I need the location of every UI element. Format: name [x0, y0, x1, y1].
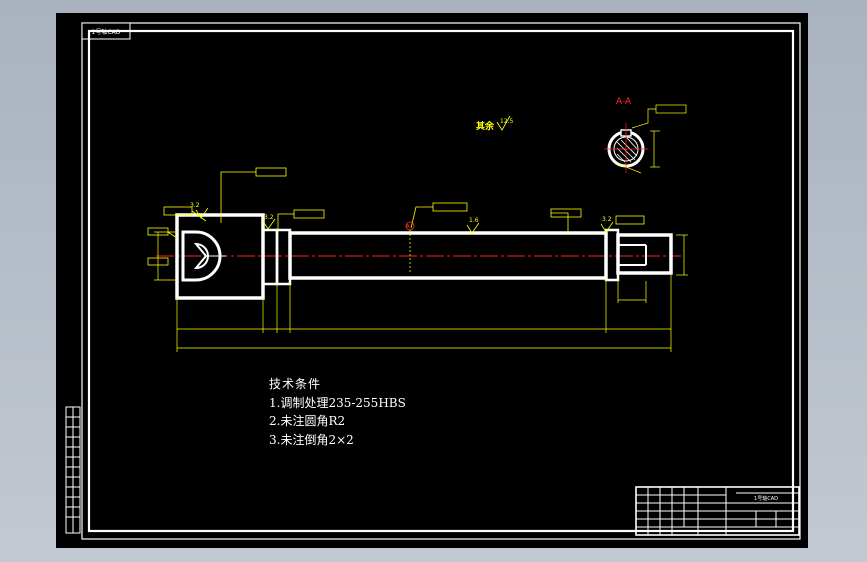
inner-frame: [87, 29, 795, 533]
roughness-rest-symbol: [496, 115, 511, 131]
shaft-outline: [175, 213, 673, 300]
note-item: 1.调制处理235-255HBS: [269, 395, 406, 410]
roughness-4: 3.2: [602, 216, 612, 223]
section-marker: A: [406, 224, 410, 230]
notes-heading: 技术条件: [269, 377, 322, 391]
section-view-a-a: A-A: [604, 97, 687, 174]
roughness-1: 3.2: [190, 202, 200, 209]
roughness-2: 3.2: [264, 214, 274, 221]
dimensions: [154, 231, 688, 352]
annotations: [147, 167, 645, 273]
technical-notes: 技术条件 1.调制处理235-255HBS 2.未注圆角R2 3.未注倒角2×2: [269, 375, 406, 449]
roughness-3: 1.6: [469, 217, 479, 224]
title-block-label: 1号轴CAD: [754, 495, 778, 502]
left-binding-strip: [65, 406, 81, 534]
shaft-drawing: 1号轴CAD: [65, 22, 801, 540]
roughness-rest-value: 12.5: [500, 118, 514, 125]
drawing-border: [81, 22, 801, 540]
roughness-rest-label: 其余: [476, 120, 495, 132]
title-block: [635, 486, 800, 536]
note-item: 3.未注倒角2×2: [269, 432, 354, 447]
note-item: 2.未注圆角R2: [269, 414, 346, 428]
drawing-canvas[interactable]: 1号轴CAD: [56, 13, 808, 548]
section-label: A-A: [616, 97, 632, 107]
